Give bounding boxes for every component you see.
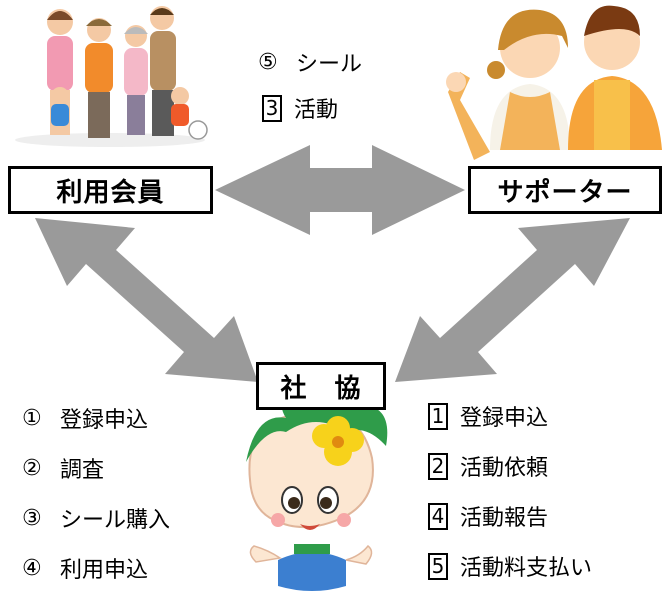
top-step-1: ⑤ シール: [258, 46, 362, 78]
supporter-label: サポーター: [497, 177, 633, 208]
right-step-marker: 2: [428, 452, 448, 480]
right-step-marker: 5: [428, 552, 448, 580]
right-step-4: 5 活動料支払い: [428, 550, 592, 582]
shakyo-box: 社 協: [256, 362, 386, 410]
left-step-text: 調査: [60, 458, 105, 483]
right-step-1: 1 登録申込: [428, 400, 548, 432]
arrow-supporter-shakyo: [395, 218, 630, 382]
right-step-2: 2 活動依頼: [428, 450, 548, 482]
left-step-1: ① 登録申込: [22, 402, 148, 434]
top-step-text: 活動: [294, 98, 339, 123]
left-step-text: 登録申込: [60, 408, 149, 433]
arrow-members-supporter: [215, 145, 465, 235]
right-step-text: 活動報告: [460, 506, 549, 531]
right-step-text: 活動料支払い: [460, 556, 593, 581]
members-label: 利用会員: [56, 177, 165, 208]
left-step-3: ③ シール購入: [22, 502, 170, 534]
right-step-marker: 4: [428, 502, 448, 530]
members-box: 利用会員: [8, 166, 213, 214]
right-step-text: 登録申込: [460, 406, 549, 431]
shakyo-label: 社 協: [280, 373, 362, 404]
left-step-4: ④ 利用申込: [22, 552, 148, 584]
supporter-box: サポーター: [468, 166, 662, 214]
right-step-marker: 1: [428, 402, 448, 430]
right-step-3: 4 活動報告: [428, 500, 548, 532]
mascot-illustration: [246, 381, 388, 591]
arrow-members-shakyo: [35, 218, 258, 382]
left-step-2: ② 調査: [22, 452, 104, 484]
left-step-marker: ①: [22, 405, 42, 431]
top-step-2: 3 活動: [262, 92, 338, 124]
left-step-text: シール購入: [60, 508, 171, 533]
top-step-marker: ⑤: [258, 49, 278, 75]
right-step-text: 活動依頼: [460, 456, 549, 481]
family-illustration: [15, 6, 208, 147]
top-step-marker: 3: [262, 94, 282, 122]
left-step-marker: ②: [22, 455, 42, 481]
left-step-marker: ③: [22, 505, 42, 531]
top-step-text: シール: [296, 52, 363, 77]
left-step-text: 利用申込: [60, 558, 149, 583]
supporters-illustration: [446, 5, 662, 160]
left-step-marker: ④: [22, 555, 42, 581]
